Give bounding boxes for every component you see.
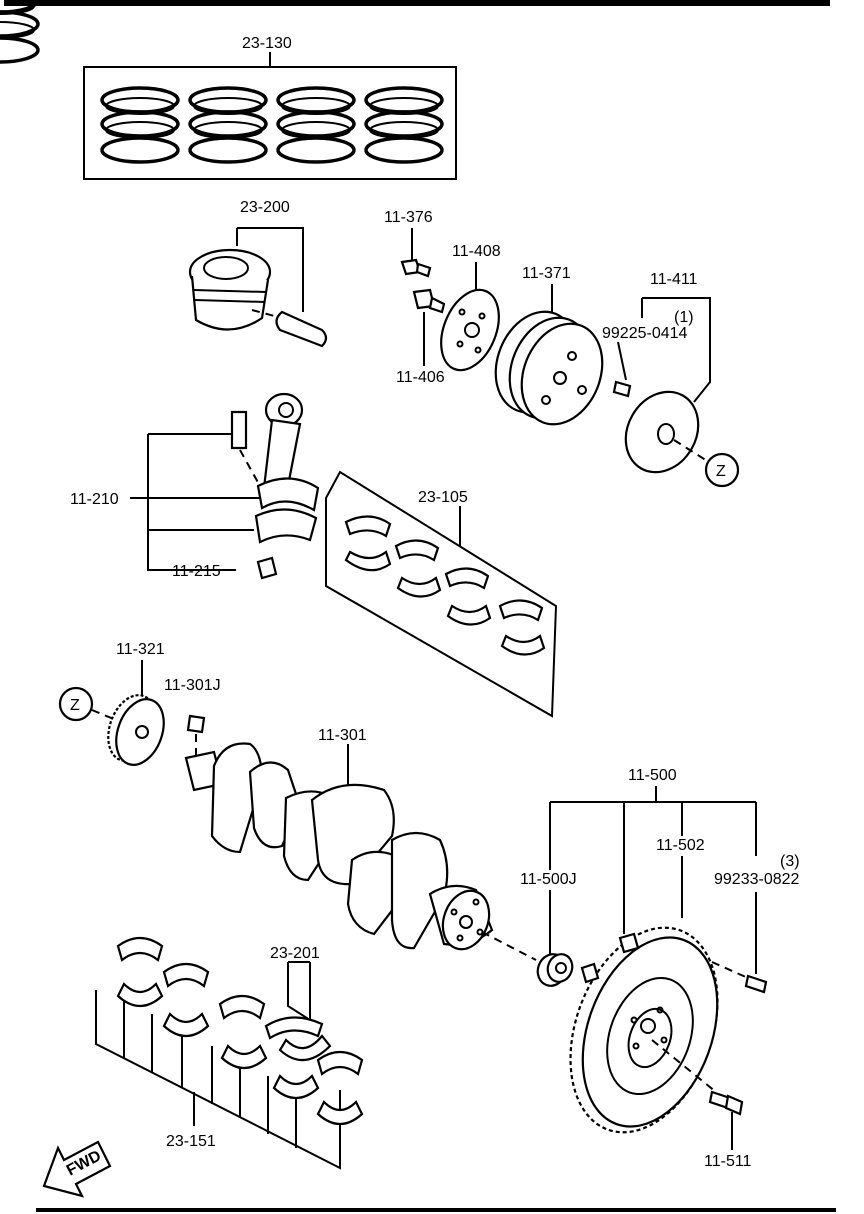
flywheel-bolt-511[interactable]	[708, 1090, 744, 1150]
pulley-bolt-376[interactable]	[400, 228, 432, 278]
label-fly-pin-qty: (3)	[780, 853, 800, 870]
thrust-bearing-201[interactable]	[264, 961, 332, 1062]
label-fly-bolt: 11-511	[704, 1153, 752, 1170]
top-border	[4, 0, 830, 6]
pulley-plate-408[interactable]	[430, 262, 510, 379]
label-damper: 11-411	[650, 271, 698, 288]
label-conrod: 11-210	[70, 491, 119, 508]
label-ring-gear: 11-502	[656, 837, 705, 854]
bottom-border	[36, 1208, 836, 1212]
crankshaft-301[interactable]	[184, 742, 537, 961]
label-rings: 23-130	[242, 35, 292, 52]
rod-bearing-set[interactable]	[325, 470, 558, 718]
label-main-bearings: 23-151	[166, 1133, 216, 1150]
flywheel-dowel-pin[interactable]	[711, 961, 768, 994]
flywheel-assembly-500[interactable]	[549, 786, 757, 974]
label-flywheel-asm: 11-500	[628, 767, 677, 784]
crank-pulley-371[interactable]	[481, 284, 616, 436]
label-bolt-406: 11-406	[396, 369, 445, 386]
ref-z-top: Z	[716, 463, 726, 480]
label-plate-408: 11-408	[452, 243, 501, 260]
label-rod-bearings: 23-105	[418, 489, 468, 506]
label-crankshaft: 11-301	[318, 727, 367, 744]
flywheel-ring-gear-502[interactable]	[544, 907, 744, 1153]
label-bolt-376: 11-376	[384, 209, 433, 226]
main-bearing-set[interactable]	[95, 936, 364, 1170]
label-key: 11-301J	[164, 677, 221, 694]
forward-arrow-icon: FWD	[42, 1140, 112, 1198]
plate-bolt-406[interactable]	[412, 288, 446, 366]
pulley-damper-411[interactable]	[612, 297, 740, 488]
label-fly-pin: 99233-0822	[714, 871, 800, 888]
label-damper-pin: 99225-0414	[602, 325, 688, 342]
pilot-bearing-500j[interactable]	[533, 950, 576, 990]
piston-ring-set[interactable]	[0, 0, 457, 180]
label-pulley: 11-371	[522, 265, 571, 282]
ref-z-bottom: Z	[70, 697, 80, 714]
connecting-rod-210[interactable]	[130, 392, 320, 580]
piston[interactable]	[188, 227, 328, 348]
label-sprocket: 11-321	[116, 641, 165, 658]
label-nut-215: 11-215	[172, 563, 221, 580]
label-pilot-bearing: 11-500J	[520, 871, 577, 888]
label-thrust: 23-201	[270, 945, 320, 962]
label-piston: 23-200	[240, 199, 290, 216]
label-damper-qty: (1)	[674, 309, 694, 326]
crank-key-301j[interactable]	[186, 714, 206, 756]
crank-sprocket-321[interactable]	[58, 660, 172, 771]
